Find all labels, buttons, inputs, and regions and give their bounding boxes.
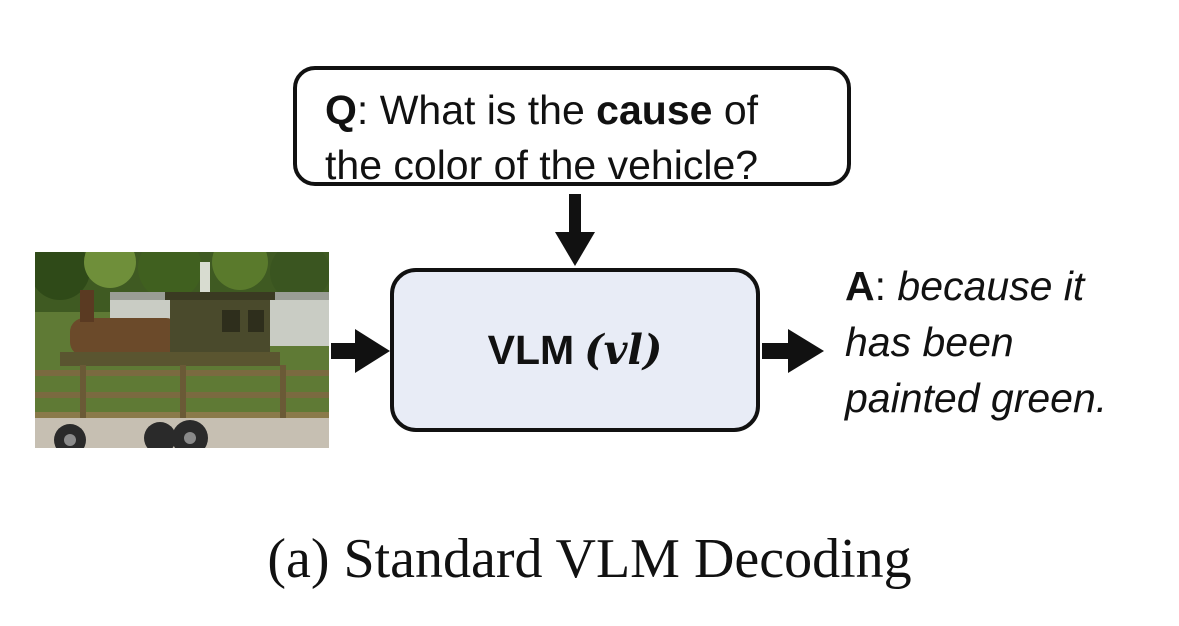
vlm-label: VLM	[487, 326, 575, 373]
question-text-before: : What is the	[356, 87, 597, 133]
question-box: Q: What is the cause of the color of the…	[293, 66, 851, 188]
answer-prefix: A	[845, 263, 875, 309]
arrow-image-to-vlm	[331, 329, 390, 373]
question-line-1: Q: What is the cause of	[325, 83, 847, 138]
answer-line-2: has been	[845, 314, 1165, 370]
question-text-after: of	[712, 87, 759, 133]
vlm-param: (vl)	[584, 326, 663, 374]
answer-line-2-text: has been	[845, 319, 1014, 365]
answer-line-3-text: painted green.	[845, 375, 1108, 421]
answer-text: A: because it has been painted green.	[845, 258, 1165, 426]
question-line-2: the color of the vehicle?	[325, 142, 759, 188]
answer-line-3: painted green.	[845, 370, 1165, 426]
answer-line-1: A: because it	[845, 258, 1165, 314]
arrow-question-to-vlm	[555, 194, 595, 266]
answer-separator: :	[874, 263, 898, 309]
question-emphasis: cause	[596, 87, 713, 133]
locomotive-photo	[35, 252, 329, 448]
answer-line-1-text: because it	[897, 263, 1085, 309]
question-prefix: Q	[325, 87, 357, 133]
vlm-box: VLM (vl)	[390, 268, 760, 432]
arrow-vlm-to-answer	[762, 329, 824, 373]
figure-caption: (a) Standard VLM Decoding	[267, 528, 912, 590]
